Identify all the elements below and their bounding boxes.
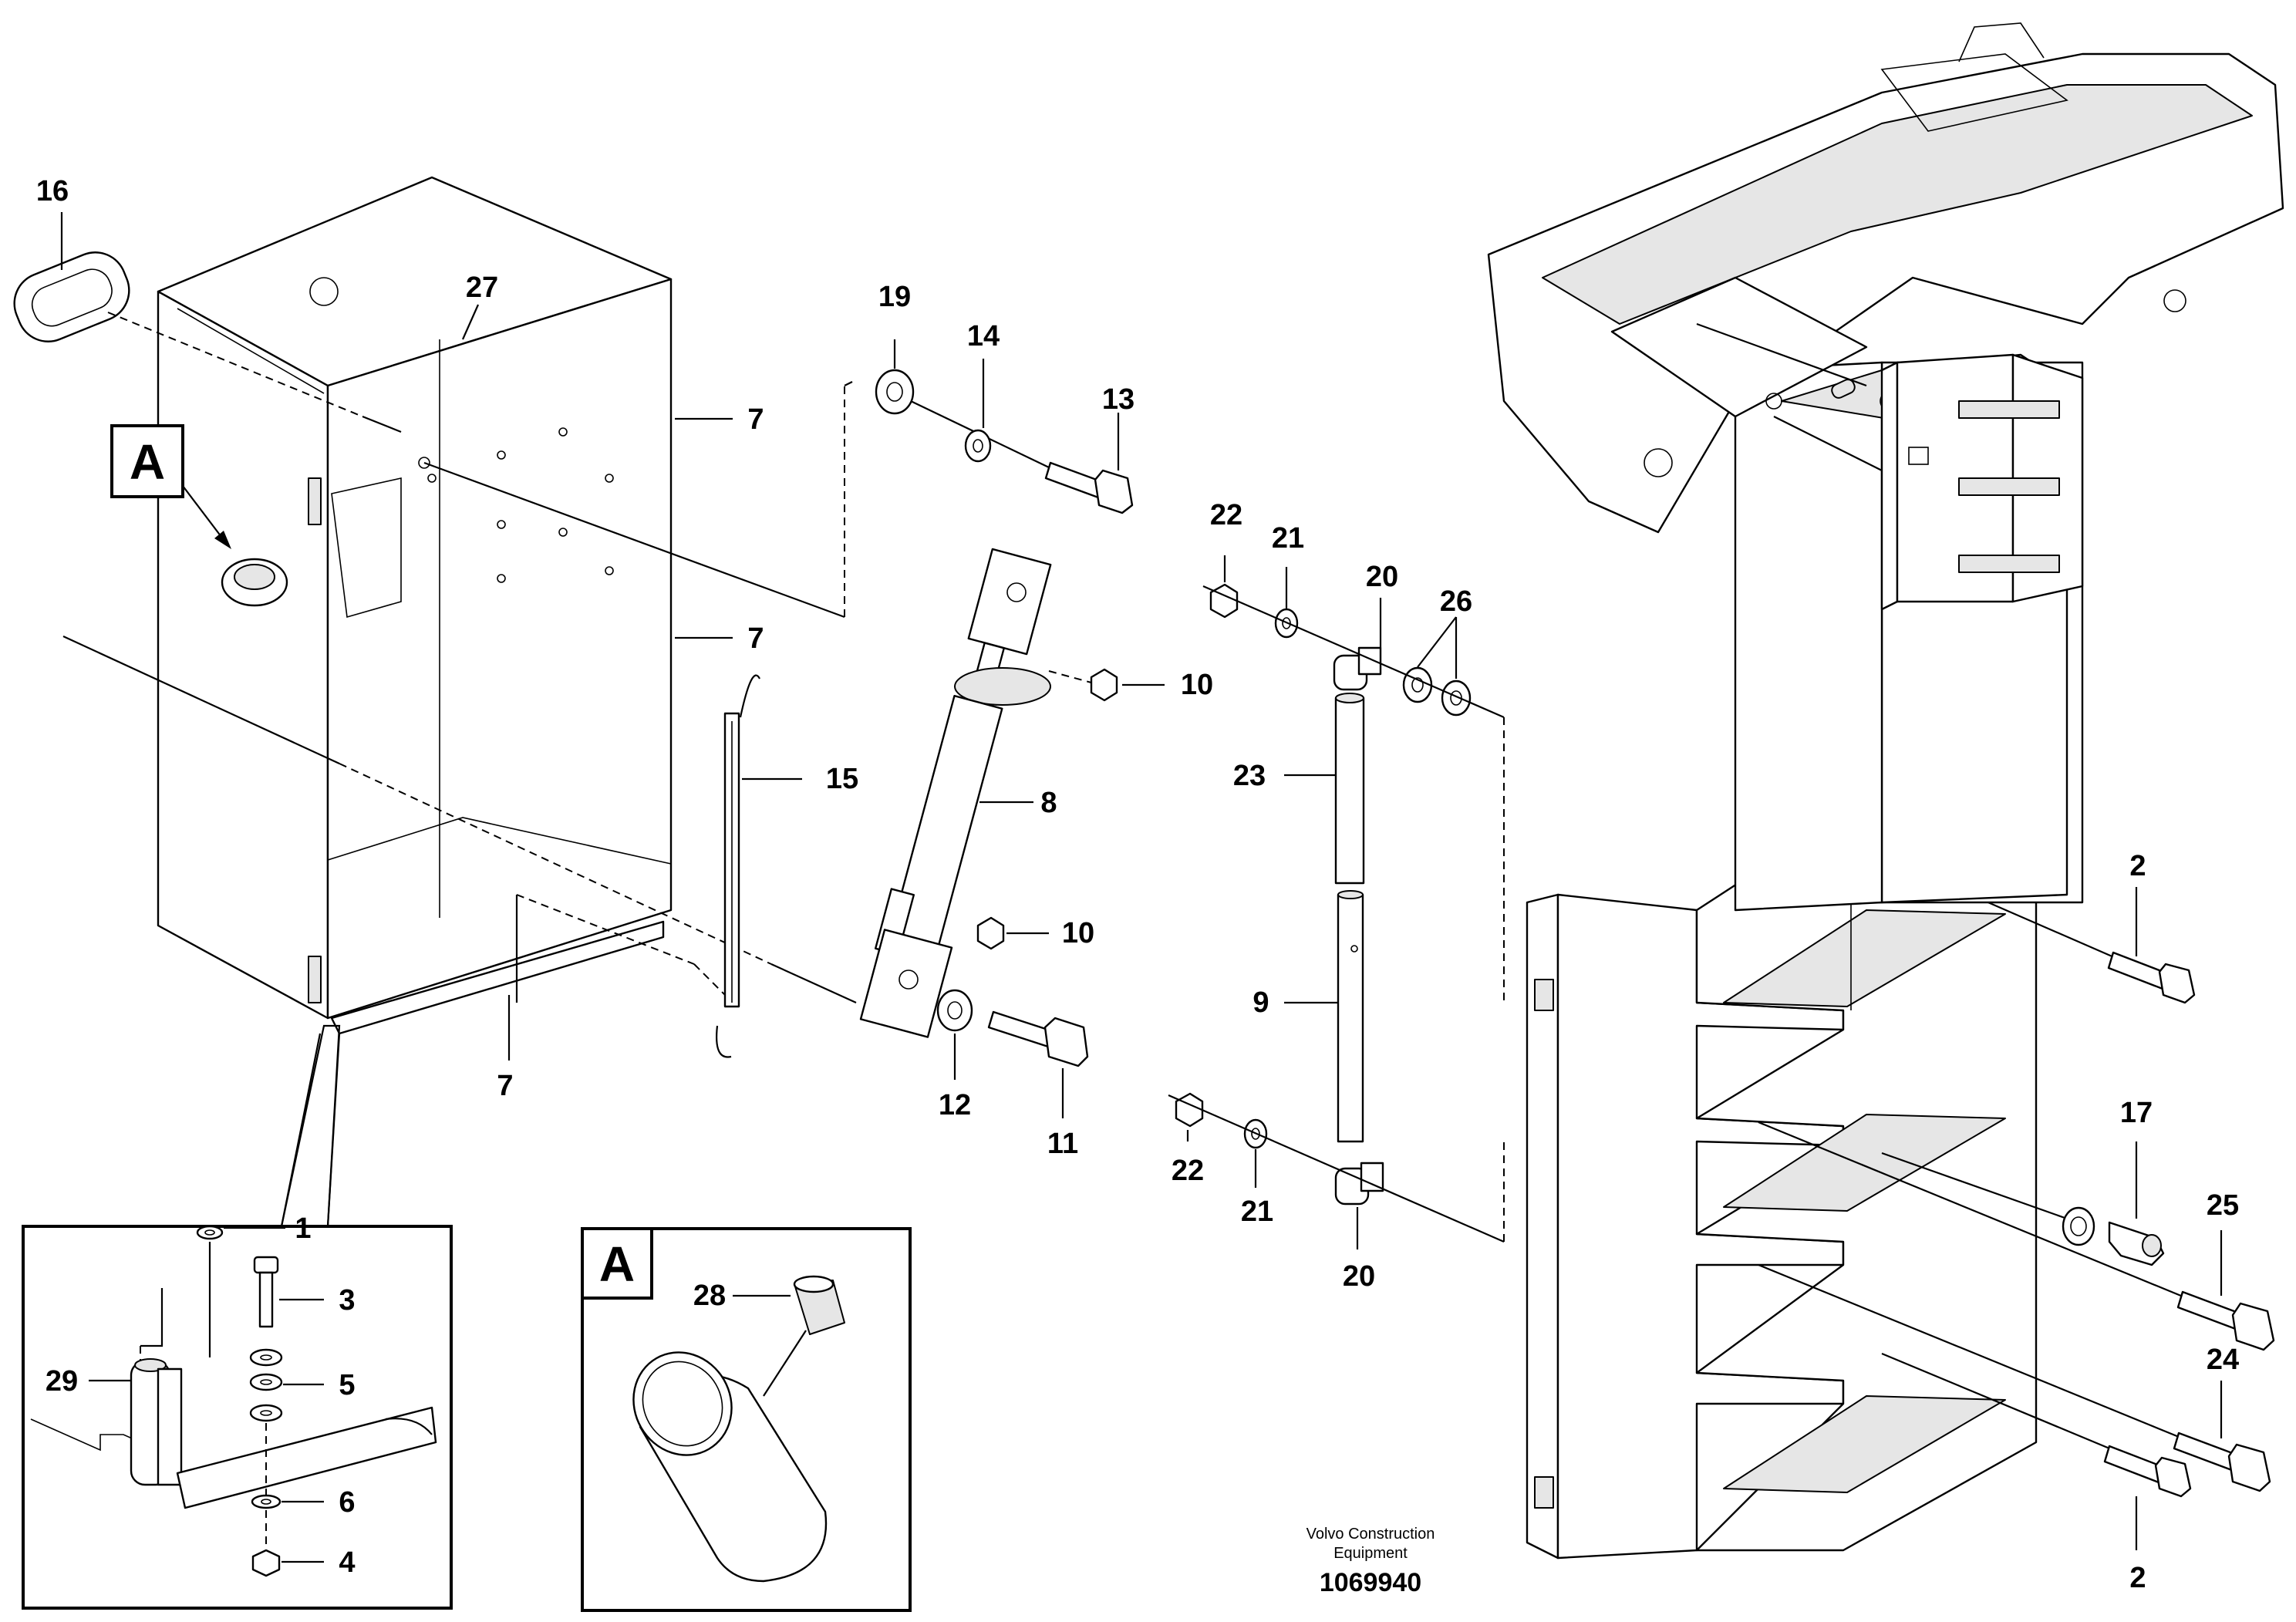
callout-21a: 21 (1272, 522, 1304, 555)
callout-9: 9 (1253, 986, 1269, 1019)
callout-12: 12 (939, 1089, 971, 1121)
bolt-13 (1044, 461, 1134, 514)
credit-line-2: Equipment (1333, 1545, 1408, 1562)
callout-22a: 22 (1210, 499, 1242, 531)
step-treads (1723, 909, 2006, 1493)
bolt-2-lower (1881, 1352, 2192, 1498)
hinge-axis-upper (1202, 585, 1505, 719)
callout-7c: 7 (497, 1070, 513, 1102)
callout-2a: 2 (2129, 850, 2146, 882)
callout-4: 4 (339, 1546, 355, 1579)
callout-6: 6 (339, 1486, 355, 1519)
hinge-axis-lower (1168, 1094, 1505, 1243)
washer-12 (936, 989, 973, 1032)
plug-17 (1881, 1152, 2165, 1266)
callout-8: 8 (1040, 787, 1057, 819)
callout-7a: 7 (747, 403, 764, 436)
callout-28: 28 (693, 1280, 726, 1312)
callout-21b: 21 (1241, 1195, 1273, 1228)
callout-2b: 2 (2129, 1562, 2146, 1594)
detail-a-label: A (599, 1236, 635, 1292)
callout-20a: 20 (1366, 561, 1398, 593)
washer-14 (964, 429, 992, 463)
detail-inset-pin (22, 1024, 453, 1610)
callout-22b: 22 (1172, 1155, 1204, 1187)
detail-inset-a: A (581, 1227, 912, 1612)
callout-27: 27 (466, 271, 498, 304)
seal-ring (13, 251, 130, 342)
bolt-11 (987, 1010, 1089, 1067)
document-number: 1069940 (1320, 1568, 1421, 1597)
callout-25: 25 (2207, 1189, 2239, 1222)
callout-29: 29 (46, 1365, 78, 1398)
leader-26a (1417, 616, 1457, 668)
callout-20b: 20 (1343, 1260, 1375, 1293)
washers-26 (1402, 666, 1472, 717)
pin-9 (1337, 890, 1364, 1143)
view-marker-a: A (110, 424, 231, 549)
bolt-25 (1758, 1121, 2275, 1351)
overview-step-box (1880, 353, 2084, 611)
credit-line-1: Volvo Construction (1306, 1526, 1435, 1543)
box-holes (418, 427, 614, 583)
nut-10-upper (1090, 668, 1118, 702)
callout-7b: 7 (747, 622, 764, 655)
step-ladder (1526, 808, 2038, 1560)
callout-15: 15 (826, 763, 858, 795)
nut-10-lower (976, 916, 1005, 950)
hinge-bracket-20-upper (1333, 646, 1382, 691)
leader-27 (461, 304, 480, 340)
callout-26: 26 (1440, 585, 1472, 618)
callout-19: 19 (878, 281, 911, 313)
callout-11: 11 (1047, 1128, 1078, 1160)
callout-1: 1 (295, 1212, 311, 1245)
callout-13: 13 (1102, 383, 1135, 416)
nut-22-lower (1175, 1092, 1204, 1128)
hinge-bracket-20-lower (1334, 1162, 1384, 1206)
bushing-19 (875, 369, 915, 415)
top-lift-hole-icon (309, 277, 339, 306)
grommet (221, 558, 288, 607)
callout-14: 14 (967, 320, 1000, 352)
callout-5: 5 (339, 1369, 355, 1401)
callout-17: 17 (2120, 1097, 2153, 1129)
callout-23: 23 (1233, 760, 1266, 792)
gas-strut (859, 548, 1052, 1038)
battery-box (157, 176, 673, 1035)
callout-10a: 10 (1181, 669, 1213, 701)
bolt-24 (1758, 1263, 2271, 1492)
nut-22-upper (1209, 583, 1239, 619)
callout-16: 16 (36, 175, 69, 207)
callout-3: 3 (339, 1284, 355, 1317)
pin-23 (1334, 693, 1365, 885)
view-marker-a-label: A (130, 434, 165, 490)
machine-frame-overview (1487, 22, 2284, 912)
support-rod-15 (716, 674, 760, 1058)
callout-24: 24 (2207, 1344, 2239, 1376)
callout-10b: 10 (1062, 917, 1094, 949)
